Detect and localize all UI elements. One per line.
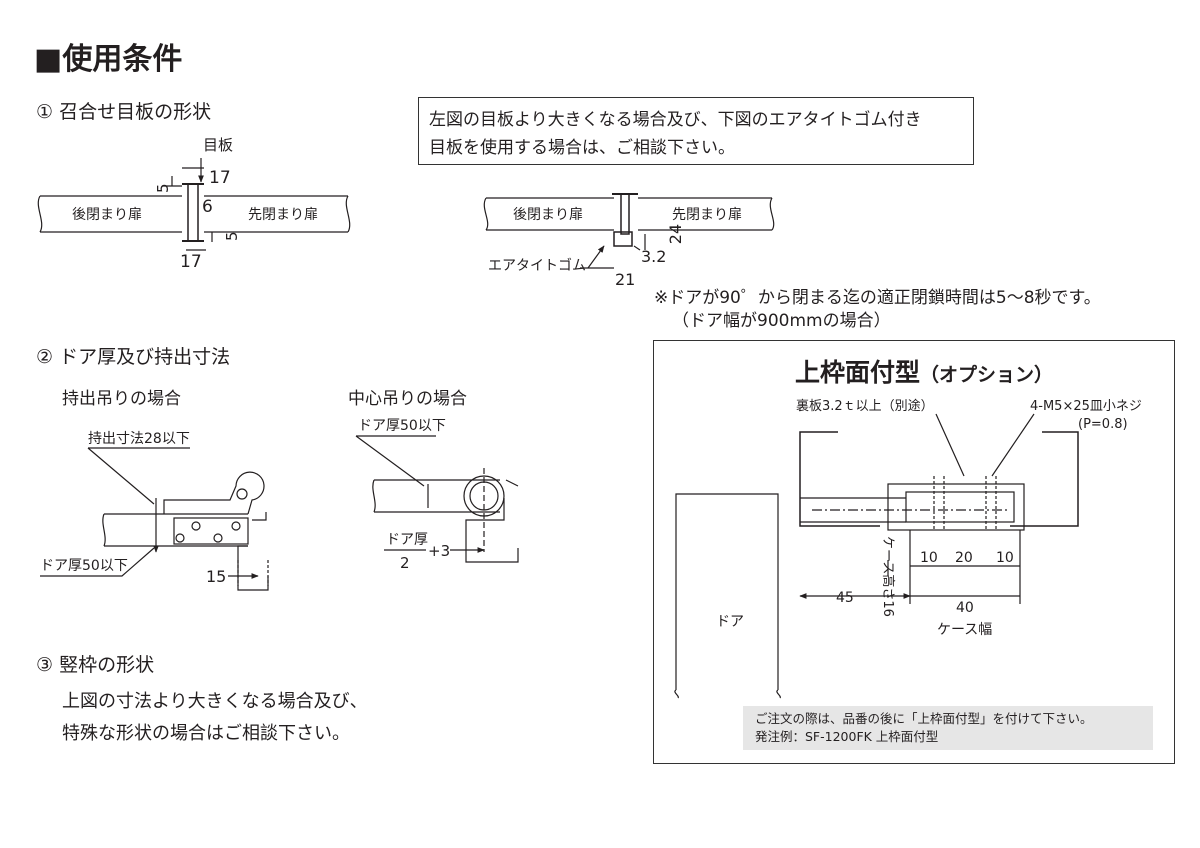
timing-note-line1: ※ドアが90゜から閉まる迄の適正閉鎖時間は5～8秒です。 — [654, 288, 1101, 308]
section2-heading: ② ドア厚及び持出寸法 — [36, 346, 231, 368]
dim-24: 24 — [666, 224, 685, 244]
option-title: 上枠面付型（オプション） — [795, 353, 1053, 389]
dim-3-2: 3.2 — [641, 247, 666, 266]
backplate-label: 裏板3.2ｔ以上（別途） — [796, 398, 934, 414]
dim-6: 6 — [202, 197, 213, 217]
door-thickness-label-center: ドア厚50以下 — [358, 418, 446, 434]
meita-label: 目板 — [203, 136, 233, 154]
meita-diagram-left — [37, 158, 351, 251]
dim-17-top: 17 — [209, 168, 231, 188]
door-label-front-2: 先閉まり扉 — [672, 207, 742, 223]
screw-label: 4-M5×25皿小ネジ — [1030, 399, 1142, 414]
meita-diagram-left-labels: 目板 17 5 6 5 17 後閉まり扉 先閉まり扉 — [72, 136, 318, 272]
option-panel-labels: 裏板3.2ｔ以上（別途） 4-M5×25皿小ネジ (P=0.8) ドア ケース高… — [716, 398, 1142, 638]
consultation-note-line2: 目板を使用する場合は、ご相談下さい。 — [429, 138, 735, 158]
dim-20: 20 — [955, 550, 973, 566]
option-title-main: 上枠面付型 — [795, 358, 921, 387]
dim-40: 40 — [956, 600, 974, 616]
airtight-rubber-label: エアタイトゴム — [488, 257, 586, 274]
option-panel — [653, 340, 1175, 764]
offset-heading: 持出吊りの場合 — [62, 389, 181, 409]
dim-17-bottom: 17 — [180, 252, 202, 272]
meita-diagram-right-labels: 後閉まり扉 先閉まり扉 エアタイトゴム 24 3.2 21 — [488, 207, 742, 289]
formula-numerator: ドア厚 — [386, 532, 428, 548]
formula-denominator: 2 — [400, 554, 410, 572]
page-title: ■使用条件 — [34, 42, 183, 77]
dim-45: 45 — [836, 590, 854, 606]
center-heading: 中心吊りの場合 — [348, 389, 467, 409]
meita-diagram-right — [483, 193, 775, 269]
dim-5-right: 5 — [223, 231, 241, 241]
offset-dimension-label: 持出寸法28以下 — [88, 431, 190, 447]
consultation-note: 左図の目板より大きくなる場合及び、下図のエアタイトゴム付き 目板を使用する場合は… — [418, 97, 974, 165]
section3-body: 上図の寸法より大きくなる場合及び、 特殊な形状の場合はご相談下さい。 — [62, 686, 462, 750]
center-hinge-diagram — [355, 435, 519, 563]
pitch-label: (P=0.8) — [1078, 417, 1128, 432]
door-label-rear-2: 後閉まり扉 — [513, 207, 583, 223]
offset-hinge-labels: 持出寸法28以下 ドア厚50以下 15 — [40, 431, 226, 586]
timing-note-line2: （ドア幅が900mmの場合） — [672, 311, 891, 331]
section1-heading: ① 召合せ目板の形状 — [36, 101, 212, 123]
dim-10-left: 10 — [920, 550, 938, 566]
offset-hinge-diagram — [40, 447, 269, 591]
section3-heading: ③ 竪枠の形状 — [36, 654, 155, 676]
dim-21: 21 — [615, 270, 635, 289]
dim-15: 15 — [206, 567, 226, 586]
dim-10-right: 10 — [996, 550, 1014, 566]
door-label-front: 先閉まり扉 — [248, 207, 318, 223]
order-note-line2: 発注例：SF-1200FK 上枠面付型 — [755, 729, 939, 744]
order-note: ご注文の際は、品番の後に「上枠面付型」を付けて下さい。 発注例：SF-1200F… — [743, 706, 1153, 750]
option-title-suffix: （オプション） — [920, 364, 1054, 386]
order-note-line1: ご注文の際は、品番の後に「上枠面付型」を付けて下さい。 — [755, 711, 1093, 726]
case-width-label: ケース幅 — [937, 622, 992, 638]
center-hinge-labels: ドア厚50以下 ドア厚 2 +3 — [358, 418, 450, 572]
section3-line2: 特殊な形状の場合はご相談下さい。 — [62, 723, 350, 744]
door-label-rear: 後閉まり扉 — [72, 207, 142, 223]
consultation-note-line1: 左図の目板より大きくなる場合及び、下図のエアタイトゴム付き — [429, 110, 922, 130]
section3-line1: 上図の寸法より大きくなる場合及び、 — [62, 691, 368, 712]
door-thickness-label-offset: ドア厚50以下 — [40, 558, 128, 574]
case-height-label: ケース高さ16 — [880, 536, 896, 617]
option-panel-diagram — [674, 413, 1079, 699]
formula-plus: +3 — [428, 542, 450, 560]
dim-5-left: 5 — [154, 183, 172, 193]
door-label-panel: ドア — [716, 614, 744, 630]
